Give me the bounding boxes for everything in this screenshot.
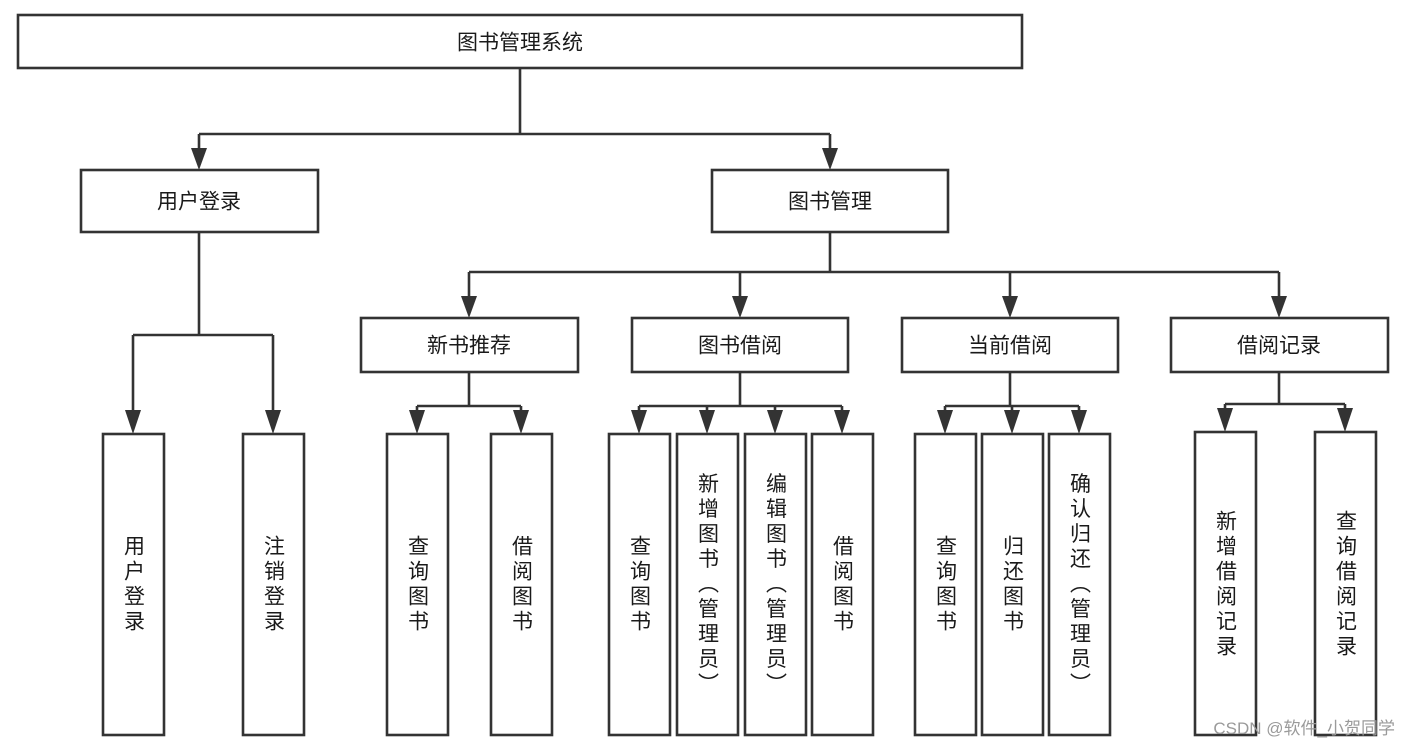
- node-leaf-user-logout[interactable]: 注销登录: [241, 432, 306, 737]
- arrow-head-leaf-borrow-book-1: [513, 410, 529, 434]
- node-leaf-user-login-box[interactable]: [101, 432, 166, 737]
- node-borrow-record[interactable]: 借阅记录: [1169, 316, 1390, 374]
- node-book-borrow[interactable]: 图书借阅: [630, 316, 850, 374]
- node-leaf-borrow-book-2-box[interactable]: [810, 432, 875, 737]
- node-borrow-record-box[interactable]: [1169, 316, 1390, 374]
- arrow-head-current-borrow: [1002, 296, 1018, 318]
- node-root-box[interactable]: [16, 13, 1024, 70]
- node-leaf-query-book-1-box[interactable]: [385, 432, 450, 737]
- arrow-head-leaf-user-logout: [265, 410, 281, 434]
- connector-group-new-book-rec: [409, 372, 529, 434]
- node-leaf-user-logout-label: 注销登录: [262, 535, 286, 635]
- arrow-head-leaf-query-book-2: [631, 410, 647, 434]
- node-leaf-query-book-1-label: 查询图书: [406, 535, 430, 635]
- node-book-borrow-box[interactable]: [630, 316, 850, 374]
- node-leaf-borrow-book-1[interactable]: 借阅图书: [489, 432, 554, 737]
- arrow-head-borrow-record: [1271, 296, 1287, 318]
- arrow-head-leaf-query-book-3: [937, 410, 953, 434]
- node-user-login-label: 用户登录: [157, 191, 241, 214]
- connector-group-current-borrow: [937, 372, 1087, 434]
- node-book-manage-box[interactable]: [710, 168, 950, 234]
- node-book-borrow-label: 图书借阅: [698, 335, 782, 358]
- node-leaf-query-record[interactable]: 查询借阅记录: [1313, 430, 1378, 737]
- node-leaf-confirm-return-box[interactable]: [1047, 432, 1112, 737]
- node-leaf-user-login[interactable]: 用户登录: [101, 432, 166, 737]
- node-leaf-add-record-label: 新增借阅记录: [1214, 510, 1238, 660]
- node-leaf-user-logout-box[interactable]: [241, 432, 306, 737]
- node-leaf-add-book-box[interactable]: [675, 432, 740, 737]
- node-leaf-confirm-return[interactable]: 确认归还（管理员）: [1047, 432, 1112, 737]
- arrow-head-leaf-query-book-1: [409, 410, 425, 434]
- node-leaf-edit-book[interactable]: 编辑图书（管理员）: [743, 432, 808, 737]
- connector-group-user-login: [125, 232, 281, 434]
- node-leaf-query-record-label: 查询借阅记录: [1334, 510, 1358, 660]
- arrow-head-book-borrow: [732, 296, 748, 318]
- arrow-head-book-manage: [822, 148, 838, 170]
- arrow-head-leaf-query-record: [1337, 408, 1353, 432]
- node-leaf-borrow-book-2-label: 借阅图书: [831, 535, 855, 635]
- node-user-login[interactable]: 用户登录: [79, 168, 320, 234]
- arrow-head-leaf-edit-book: [767, 410, 783, 434]
- node-leaf-add-book[interactable]: 新增图书（管理员）: [675, 432, 740, 737]
- arrow-head-new-book-rec: [461, 296, 477, 318]
- node-root[interactable]: 图书管理系统: [16, 13, 1024, 70]
- node-user-login-box[interactable]: [79, 168, 320, 234]
- node-leaf-user-login-label: 用户登录: [122, 535, 146, 635]
- node-leaf-add-record-box[interactable]: [1193, 430, 1258, 737]
- arrow-head-user-login: [191, 148, 207, 170]
- connector-group-book-borrow: [631, 372, 850, 434]
- node-current-borrow-box[interactable]: [900, 316, 1120, 374]
- node-new-book-rec-label: 新书推荐: [427, 335, 511, 358]
- node-leaf-add-record[interactable]: 新增借阅记录: [1193, 430, 1258, 737]
- node-borrow-record-label: 借阅记录: [1237, 335, 1321, 358]
- node-leaf-borrow-book-2[interactable]: 借阅图书: [810, 432, 875, 737]
- node-leaf-return-book-box[interactable]: [980, 432, 1045, 737]
- node-leaf-query-record-box[interactable]: [1313, 430, 1378, 737]
- arrow-head-leaf-user-login: [125, 410, 141, 434]
- node-leaf-query-book-2-box[interactable]: [607, 432, 672, 737]
- node-new-book-rec-box[interactable]: [359, 316, 580, 374]
- node-leaf-add-book-label: 新增图书（管理员）: [696, 473, 720, 698]
- arrow-head-leaf-add-book: [699, 410, 715, 434]
- arrow-head-leaf-confirm-return: [1071, 410, 1087, 434]
- node-current-borrow-label: 当前借阅: [968, 335, 1052, 358]
- node-leaf-return-book-label: 归还图书: [1001, 535, 1025, 635]
- node-leaf-query-book-1[interactable]: 查询图书: [385, 432, 450, 737]
- connector-group-root: [191, 68, 838, 170]
- node-leaf-return-book[interactable]: 归还图书: [980, 432, 1045, 737]
- node-leaf-query-book-3-label: 查询图书: [934, 535, 958, 635]
- node-current-borrow[interactable]: 当前借阅: [900, 316, 1120, 374]
- node-book-manage[interactable]: 图书管理: [710, 168, 950, 234]
- node-leaf-borrow-book-1-box[interactable]: [489, 432, 554, 737]
- node-leaf-query-book-3-box[interactable]: [913, 432, 978, 737]
- node-root-label: 图书管理系统: [457, 32, 583, 55]
- node-leaf-query-book-2[interactable]: 查询图书: [607, 432, 672, 737]
- node-leaf-edit-book-box[interactable]: [743, 432, 808, 737]
- connector-group-book-manage: [461, 232, 1287, 318]
- node-new-book-rec[interactable]: 新书推荐: [359, 316, 580, 374]
- arrow-head-leaf-add-record: [1217, 408, 1233, 432]
- node-leaf-borrow-book-1-label: 借阅图书: [510, 535, 534, 635]
- arrow-head-leaf-return-book: [1004, 410, 1020, 434]
- node-leaf-confirm-return-label: 确认归还（管理员）: [1068, 473, 1092, 698]
- node-leaf-query-book-2-label: 查询图书: [628, 535, 652, 635]
- node-book-manage-label: 图书管理: [788, 191, 872, 214]
- connector-group-borrow-record: [1217, 372, 1353, 432]
- arrow-head-leaf-borrow-book-2: [834, 410, 850, 434]
- node-leaf-edit-book-label: 编辑图书（管理员）: [764, 473, 788, 698]
- node-leaf-query-book-3[interactable]: 查询图书: [913, 432, 978, 737]
